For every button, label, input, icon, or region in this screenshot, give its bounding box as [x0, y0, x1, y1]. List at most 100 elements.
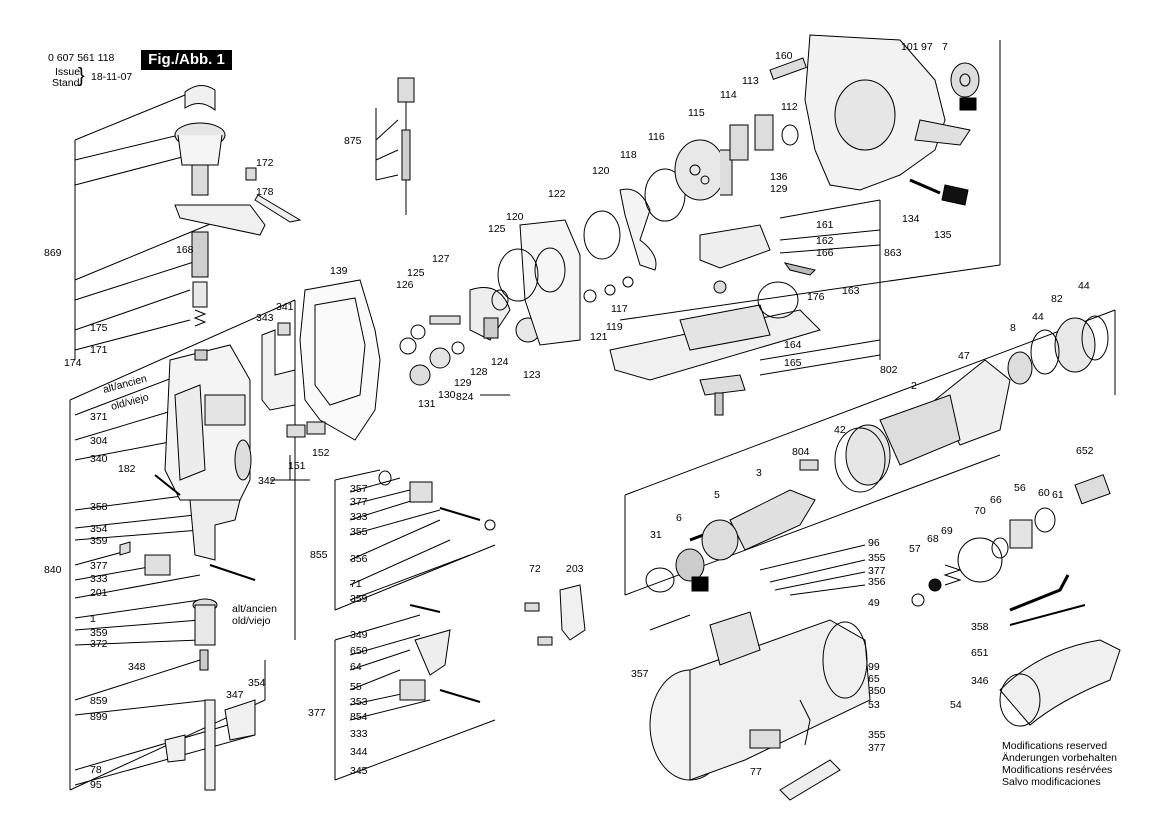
part-label: 131: [418, 398, 436, 410]
part-label: 358: [90, 501, 108, 513]
part-label: 3: [756, 467, 762, 479]
part-label: 78: [90, 764, 102, 776]
part-label: 135: [934, 229, 952, 241]
part-label: 377: [90, 560, 108, 572]
part-label: 61: [1052, 489, 1064, 501]
part-label: 164: [784, 339, 802, 351]
part-label: 8: [1010, 322, 1016, 334]
part-label: 203: [566, 563, 584, 575]
part-label: 359: [90, 535, 108, 547]
part-label: 118: [620, 149, 637, 161]
washers-125-131: [399, 324, 465, 386]
part-label: 65: [868, 673, 880, 685]
part-label: 354: [90, 523, 108, 535]
part-label: 82: [1051, 293, 1063, 305]
bearing-7: [950, 62, 980, 111]
part-label: 115: [688, 107, 705, 119]
part-label: 60: [1038, 487, 1050, 499]
part-label: 304: [90, 435, 108, 447]
old-note-bottom-2: old/viejo: [232, 615, 271, 627]
part-label: 77: [750, 766, 762, 778]
part-label: 57: [909, 543, 921, 555]
handle-body-99: [649, 611, 871, 781]
part-label: 123: [523, 369, 541, 381]
part-label: 171: [90, 344, 108, 356]
part-label: 342: [258, 475, 276, 487]
part-label: 125: [407, 267, 425, 279]
old-note-top-2: alt/ancien: [232, 603, 277, 615]
part-label: 372: [90, 638, 108, 650]
part-label: 120: [506, 211, 524, 223]
base-plate-164: [609, 281, 821, 416]
part-label: 124: [491, 356, 509, 368]
part-label: 160: [775, 50, 793, 62]
screw-166: [713, 280, 727, 294]
issue-date: 18-11-07: [91, 71, 133, 83]
part-label: 44: [1078, 280, 1090, 292]
part-label: 201: [90, 587, 108, 599]
part-label: 358: [971, 621, 989, 633]
seal-70: [957, 537, 1009, 583]
part-label: 377: [868, 565, 886, 577]
part-label: 349: [350, 629, 368, 641]
motor-housing-182: [154, 344, 252, 501]
part-label: 42: [834, 424, 846, 436]
plunger-875: [375, 77, 415, 215]
part-label: 71: [350, 578, 362, 590]
modifications-notice: Modifications reserved Änderungen vorbeh…: [1002, 740, 1117, 788]
blade-178: [254, 194, 302, 223]
group-855-frame: [334, 469, 496, 611]
part-label: 350: [868, 685, 886, 697]
part-label: 116: [648, 131, 665, 143]
part-label: 5: [714, 489, 720, 501]
notice-line-fr: Modifications resérvées: [1002, 764, 1113, 776]
guide-161: [699, 224, 816, 276]
issue-label: Issue: [55, 66, 81, 78]
part-label: 96: [868, 537, 880, 549]
part-label: 72: [529, 563, 541, 575]
part-label: 139: [330, 265, 348, 277]
part-label: 7: [942, 41, 948, 53]
part-label: 863: [884, 247, 902, 259]
part-label: 125: [488, 223, 506, 235]
part-label: 182: [118, 463, 136, 475]
part-label: 333: [350, 728, 368, 740]
screw-172: [245, 167, 257, 181]
part-label: 64: [350, 661, 362, 673]
part-label: 113: [742, 75, 759, 87]
part-label: 172: [256, 157, 274, 169]
part-label: 66: [990, 494, 1002, 506]
part-label: 840: [44, 564, 62, 576]
gear-housing-101: [769, 34, 971, 191]
knob-135: [909, 178, 969, 206]
part-label: 129: [770, 183, 788, 195]
switch-bracket-358: [119, 499, 256, 581]
part-label: 855: [310, 549, 328, 561]
part-label: 54: [950, 699, 962, 711]
part-label: 175: [90, 322, 108, 334]
part-label: 355: [868, 552, 886, 564]
key-651: [1009, 574, 1086, 626]
part-label: 68: [927, 533, 939, 545]
part-label: 353: [350, 696, 368, 708]
trigger-knob-part: [174, 85, 266, 327]
part-label: 650: [350, 645, 368, 657]
spring-69: [911, 564, 962, 607]
gasket-139: [286, 279, 381, 441]
group-96-frame: [649, 544, 866, 631]
bracket-201: [524, 584, 586, 646]
part-label: 166: [816, 247, 834, 259]
group-854-frame: [334, 614, 496, 781]
part-label: 346: [971, 675, 989, 687]
part-label: 345: [350, 765, 368, 777]
needle-bearings-113-114: [729, 114, 799, 161]
part-label: 97: [921, 41, 933, 53]
gear-115: [644, 139, 733, 222]
part-label: 95: [90, 779, 102, 791]
part-label: 355: [350, 526, 368, 538]
bearing-8: [1007, 351, 1033, 385]
part-label: 357: [350, 483, 368, 495]
part-label: 176: [807, 291, 825, 303]
part-label: 114: [720, 89, 737, 101]
